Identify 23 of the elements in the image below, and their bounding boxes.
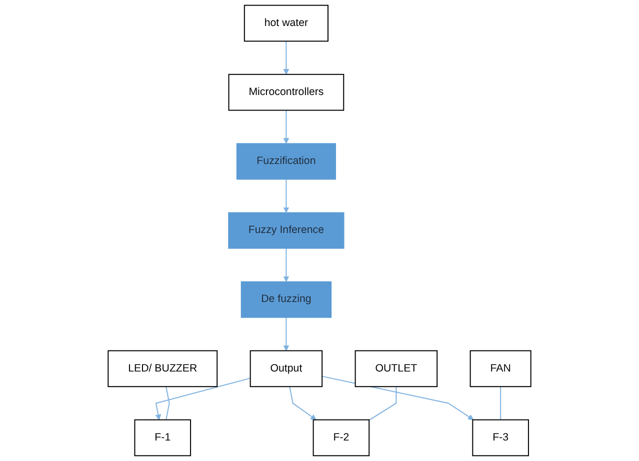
node-box: Output	[250, 350, 323, 388]
arrow	[283, 248, 290, 282]
arrow	[289, 386, 316, 420]
node-box: F-2	[312, 419, 370, 456]
arrow	[283, 317, 290, 351]
node-box: De fuzzing	[240, 281, 332, 318]
node-box: LED/ BUZZER	[108, 350, 218, 388]
node-box: FAN	[470, 350, 532, 388]
node-box: F-3	[472, 419, 529, 456]
arrow	[283, 40, 290, 75]
connector	[500, 386, 502, 420]
node-box: Microcontrollers	[228, 74, 344, 111]
arrow	[155, 378, 251, 420]
arrow	[283, 178, 290, 213]
arrow	[322, 376, 474, 420]
connector	[368, 386, 397, 421]
node-box: OUTLET	[354, 350, 438, 388]
arrow	[283, 110, 290, 144]
node-box: hot water	[244, 4, 328, 42]
node-box: Fuzzy Inference	[228, 212, 344, 249]
connector	[166, 386, 170, 420]
node-box: F-1	[134, 419, 192, 456]
node-box: Fuzzification	[236, 143, 336, 180]
